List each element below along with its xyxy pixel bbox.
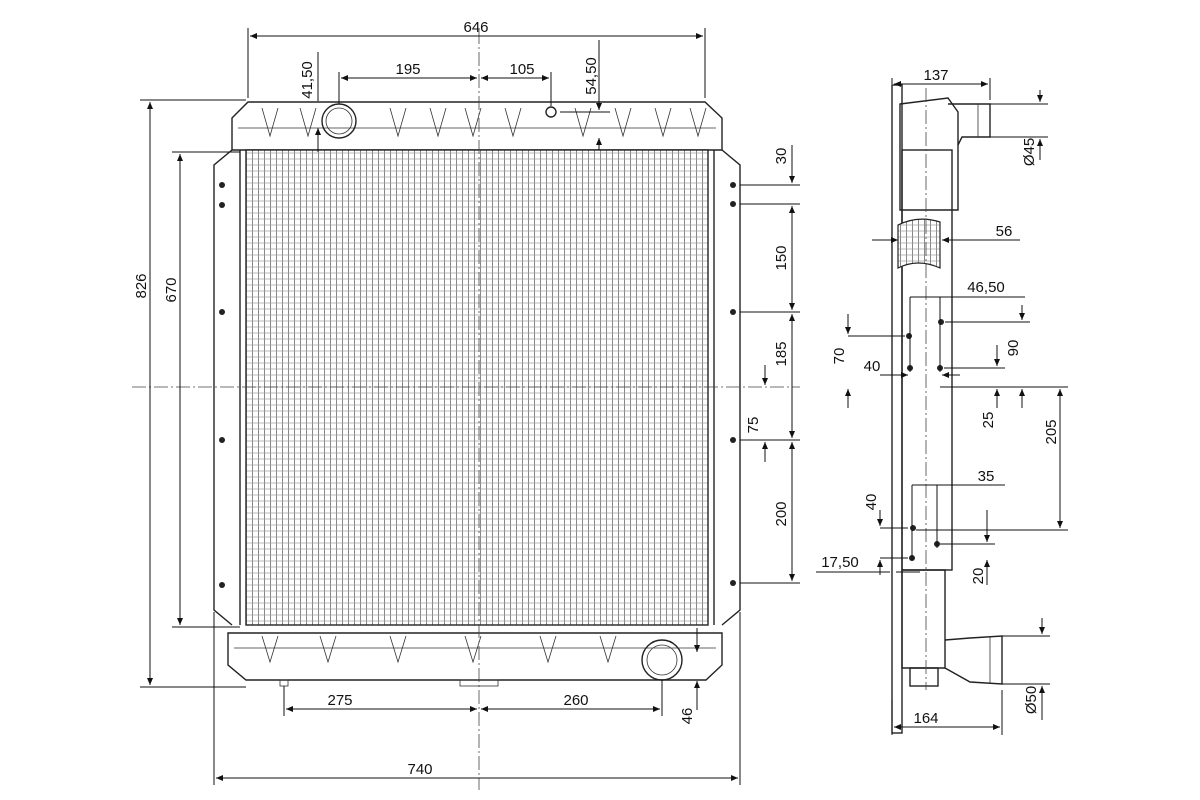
dim-label-side-bottom: 164	[913, 710, 938, 727]
dim-label-46: 46	[679, 708, 696, 725]
right-bracket	[721, 149, 741, 626]
dim-label-core-height: 670	[163, 277, 180, 302]
dim-label-fitting-offset: 54,50	[583, 57, 600, 95]
side-bottom-tank	[901, 569, 946, 669]
dim-label-overall-height: 826	[133, 273, 150, 298]
dim-label-185: 185	[773, 341, 790, 366]
dim-label-195: 195	[395, 61, 420, 78]
dim-label-top-width: 646	[463, 19, 488, 36]
dim-label-70: 70	[831, 348, 848, 365]
right-bracket-holes	[730, 182, 736, 586]
dim-label-30: 30	[773, 148, 790, 165]
dim-label-46-50: 46,50	[967, 279, 1005, 296]
top-tank-ribs	[261, 107, 707, 138]
dim-label-200: 200	[773, 501, 790, 526]
dim-label-260: 260	[563, 692, 588, 709]
dim-label-150: 150	[773, 245, 790, 270]
left-bracket-holes	[219, 182, 225, 588]
dim-label-overall-width: 740	[407, 761, 432, 778]
dim-label-275: 275	[327, 692, 352, 709]
dim-label-inlet-offset: 41,50	[299, 61, 316, 99]
bottom-tank	[227, 632, 723, 681]
dim-label-90: 90	[1005, 340, 1022, 357]
dim-label-205: 205	[1043, 419, 1060, 444]
dim-label-25: 25	[980, 412, 997, 429]
dim-label-40-lower: 40	[863, 494, 880, 511]
outlet-pipe	[641, 639, 683, 681]
side-top-tank	[899, 97, 959, 211]
radiator-core	[245, 149, 709, 626]
side-outlet-pipe	[944, 635, 1003, 685]
dim-label-75: 75	[745, 417, 762, 434]
bottom-tank-ribs	[261, 635, 617, 664]
side-core-section	[897, 218, 941, 269]
dim-label-20: 20	[970, 568, 987, 585]
dim-label-35: 35	[978, 468, 995, 485]
dimension-lines: 646 41,50 195 105 54,50 826 670 30 150 1…	[133, 19, 1068, 785]
side-inlet-pipe	[948, 103, 991, 146]
dim-label-inlet-diameter: Ø45	[1021, 138, 1038, 166]
dim-label-40-upper: 40	[864, 358, 881, 375]
dim-label-56: 56	[996, 223, 1013, 240]
dim-label-side-top: 137	[923, 67, 948, 84]
top-fitting	[545, 106, 557, 118]
dim-label-outlet-diameter: Ø50	[1023, 686, 1040, 714]
dim-label-17-50: 17,50	[821, 554, 859, 571]
inlet-pipe	[321, 103, 357, 139]
dim-label-105: 105	[509, 61, 534, 78]
left-bracket	[213, 149, 233, 626]
front-view	[132, 30, 800, 790]
side-view	[891, 84, 1003, 734]
